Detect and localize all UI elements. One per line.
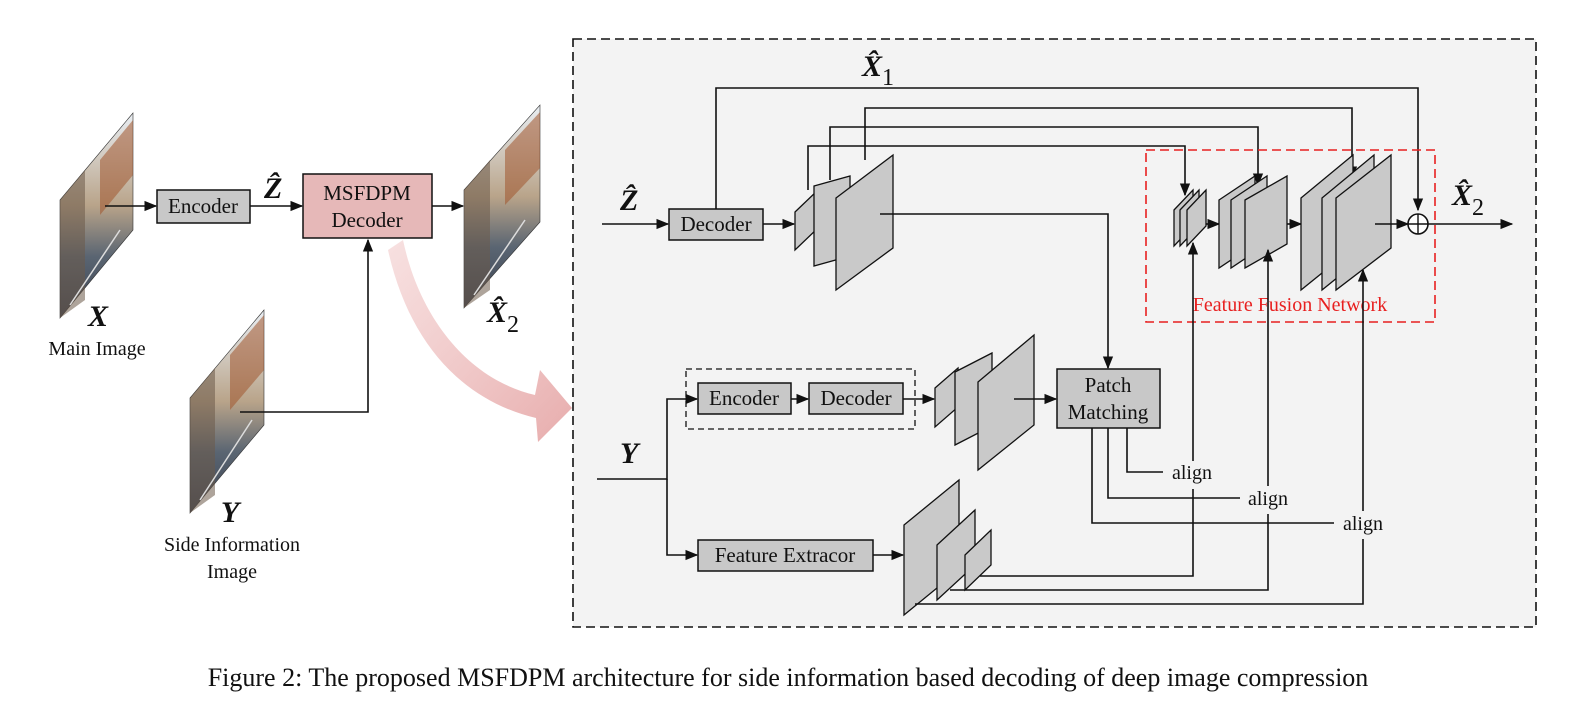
side-encoder-label: Encoder bbox=[709, 386, 779, 410]
side-decoder-box bbox=[808, 382, 904, 415]
ffn-label: Feature Fusion Network bbox=[1193, 294, 1387, 316]
x1-skip-connection bbox=[715, 87, 1424, 212]
expand-arrow bbox=[388, 240, 572, 442]
left-y-var: Y bbox=[221, 496, 242, 529]
skip-line-large bbox=[864, 107, 1358, 180]
arrow-features-to-patch bbox=[880, 213, 1114, 370]
detail-x2-hat-var: X̂2 bbox=[1451, 179, 1484, 221]
ffn-stage3 bbox=[1300, 153, 1392, 292]
align-label-2: align bbox=[1248, 488, 1288, 510]
left-x-var: X bbox=[87, 300, 109, 333]
align-label-3: align bbox=[1343, 513, 1383, 535]
patch-label-line1: Patch bbox=[1085, 373, 1132, 397]
extractor-to-align-3 bbox=[915, 539, 1364, 605]
arrow-y-to-encoder bbox=[597, 393, 699, 480]
figure-caption: Figure 2: The proposed MSFDPM architectu… bbox=[208, 663, 1369, 692]
detail-panel bbox=[572, 38, 1537, 628]
reconstructed-image-x2 bbox=[463, 104, 541, 309]
left-encoder-label: Encoder bbox=[168, 194, 238, 218]
msfdpm-label-line1: MSFDPM bbox=[323, 181, 411, 205]
side-decoder-label: Decoder bbox=[820, 386, 891, 410]
side-info-caption-line2: Image bbox=[207, 561, 257, 583]
adder-icon bbox=[1407, 213, 1429, 235]
patch-to-align-1 bbox=[1126, 428, 1163, 473]
side-decoder-feature-maps bbox=[934, 333, 1035, 472]
feature-extractor-box bbox=[697, 539, 874, 572]
msfdpm-label-line2: Decoder bbox=[331, 208, 402, 232]
feature-extractor-label: Feature Extracor bbox=[715, 543, 856, 567]
extractor-to-align-2 bbox=[950, 514, 1269, 591]
patch-matching-box bbox=[1056, 368, 1161, 429]
msfdpm-decoder-box bbox=[302, 173, 433, 239]
ffn-box bbox=[1145, 149, 1436, 323]
patch-label-line2: Matching bbox=[1068, 400, 1149, 424]
extractor-feature-maps bbox=[903, 478, 992, 617]
ffn-stage2 bbox=[1218, 174, 1288, 270]
detail-z-hat: Ẑ bbox=[619, 184, 638, 217]
left-z-hat: Ẑ bbox=[263, 172, 282, 205]
main-image-x bbox=[59, 112, 134, 319]
arrow-y-to-msfdpm bbox=[240, 238, 374, 413]
detail-y-var: Y bbox=[620, 437, 641, 470]
align-label-1: align bbox=[1172, 462, 1212, 484]
main-image-caption: Main Image bbox=[48, 338, 145, 360]
x1-hat-var: X̂1 bbox=[861, 50, 894, 91]
side-info-image-y bbox=[189, 309, 265, 514]
detail-decoder-label: Decoder bbox=[680, 212, 751, 236]
arrow-y-to-extractor bbox=[666, 479, 699, 561]
side-info-caption-line1: Side Information bbox=[164, 534, 300, 556]
skip-line-medium bbox=[829, 126, 1264, 187]
ffn-stage1 bbox=[1173, 188, 1207, 248]
side-encoder-box bbox=[697, 382, 792, 415]
side-codec-group bbox=[685, 368, 916, 430]
left-x2-hat-var: X̂2 bbox=[486, 296, 519, 338]
skip-line-small bbox=[807, 145, 1191, 197]
extractor-to-align-1 bbox=[980, 489, 1194, 577]
decoder-feature-maps bbox=[794, 153, 894, 292]
patch-to-align-3 bbox=[1091, 428, 1334, 524]
patch-to-align-2 bbox=[1107, 428, 1240, 499]
